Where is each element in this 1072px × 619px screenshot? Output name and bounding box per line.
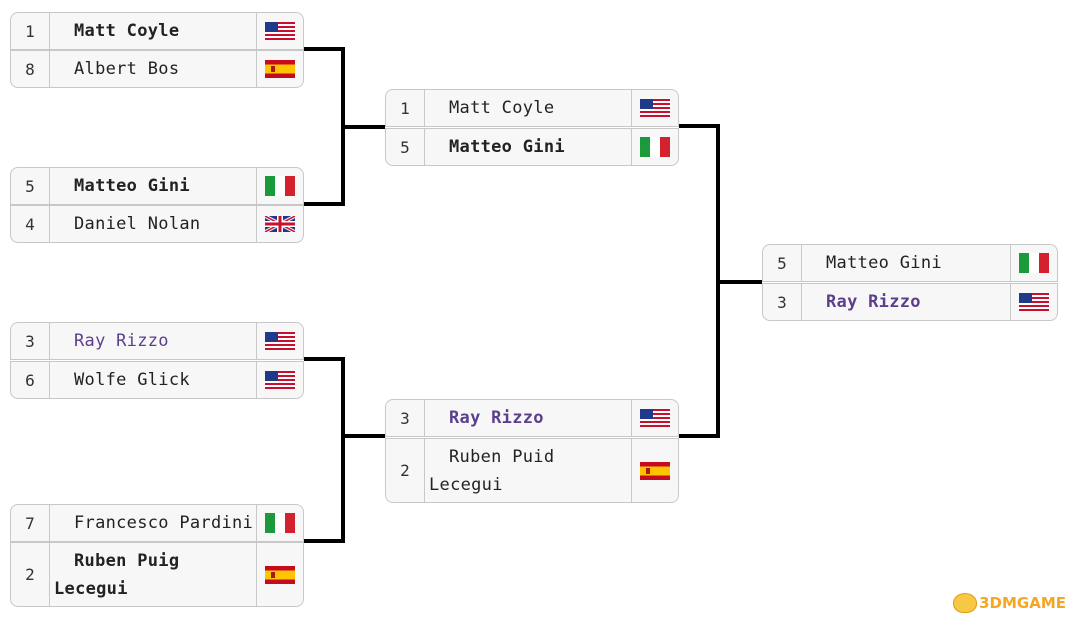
bracket-connector: [679, 124, 720, 128]
italy-flag-icon: [1010, 245, 1057, 281]
bracket-connector: [341, 125, 385, 129]
seed-number: 5: [386, 129, 425, 165]
bracket-connector: [304, 202, 345, 206]
player-name: Matt Coyle: [74, 21, 180, 41]
player-name: Ruben Puid Lecegui: [429, 446, 555, 495]
usa-flag-icon: [631, 90, 678, 126]
usa-flag-icon: [256, 13, 303, 49]
bracket-connector: [716, 280, 762, 284]
seed-number: 5: [11, 168, 50, 204]
bracket-connector: [304, 357, 345, 361]
bracket-connector: [304, 47, 345, 51]
bracket-slot: 8 Albert Bos: [10, 50, 304, 88]
seed-number: 3: [11, 323, 50, 359]
italy-flag-icon: [631, 129, 678, 165]
bracket-slot: 1 Matt Coyle: [385, 89, 679, 127]
bracket-slot: 5 Matteo Gini: [385, 128, 679, 166]
bracket-connector: [341, 434, 385, 438]
bracket-slot: 3 Ray Rizzo: [385, 399, 679, 437]
player-name: Francesco Pardini: [74, 513, 254, 533]
uk-flag-icon: [256, 206, 303, 242]
seed-number: 1: [386, 90, 425, 126]
player-name: Ruben Puig Lecegui: [54, 550, 180, 599]
bracket-slot: 4 Daniel Nolan: [10, 205, 304, 243]
italy-flag-icon: [256, 505, 303, 541]
spain-flag-icon: [631, 439, 678, 502]
seed-number: 7: [11, 505, 50, 541]
usa-flag-icon: [256, 362, 303, 398]
watermark: 3DMGAME: [953, 593, 1066, 613]
italy-flag-icon: [256, 168, 303, 204]
bracket-slot: 1 Matt Coyle: [10, 12, 304, 50]
bracket-slot: 5 Matteo Gini: [10, 167, 304, 205]
seed-number: 5: [763, 245, 802, 281]
seed-number: 3: [386, 400, 425, 436]
usa-flag-icon: [1010, 284, 1057, 320]
player-name: Matteo Gini: [826, 253, 942, 273]
player-name: Matteo Gini: [74, 176, 190, 196]
bracket-connector: [304, 539, 345, 543]
bracket-slot: 3 Ray Rizzo: [762, 283, 1058, 321]
player-name-link[interactable]: Ray Rizzo: [74, 331, 169, 351]
seed-number: 4: [11, 206, 50, 242]
player-name: Matteo Gini: [449, 137, 565, 157]
seed-number: 6: [11, 362, 50, 398]
bracket-slot: 6 Wolfe Glick: [10, 361, 304, 399]
seed-number: 3: [763, 284, 802, 320]
player-name: Matt Coyle: [449, 98, 555, 118]
bracket-connector: [341, 357, 345, 543]
spain-flag-icon: [256, 51, 303, 87]
player-name-link[interactable]: Ray Rizzo: [449, 408, 544, 428]
seed-number: 1: [11, 13, 50, 49]
bracket-connector: [679, 434, 720, 438]
mascot-icon: [953, 593, 978, 613]
watermark-text: 3DMGAME: [979, 594, 1066, 612]
player-name: Albert Bos: [74, 59, 180, 79]
spain-flag-icon: [256, 543, 303, 606]
seed-number: 8: [11, 51, 50, 87]
bracket-slot: 5 Matteo Gini: [762, 244, 1058, 282]
player-name: Daniel Nolan: [74, 214, 201, 234]
bracket-slot: 7 Francesco Pardini: [10, 504, 304, 542]
bracket-slot: 3 Ray Rizzo: [10, 322, 304, 360]
usa-flag-icon: [631, 400, 678, 436]
usa-flag-icon: [256, 323, 303, 359]
player-name-link[interactable]: Ray Rizzo: [826, 292, 921, 312]
seed-number: 2: [386, 439, 425, 502]
seed-number: 2: [11, 543, 50, 606]
player-name: Wolfe Glick: [74, 370, 190, 390]
